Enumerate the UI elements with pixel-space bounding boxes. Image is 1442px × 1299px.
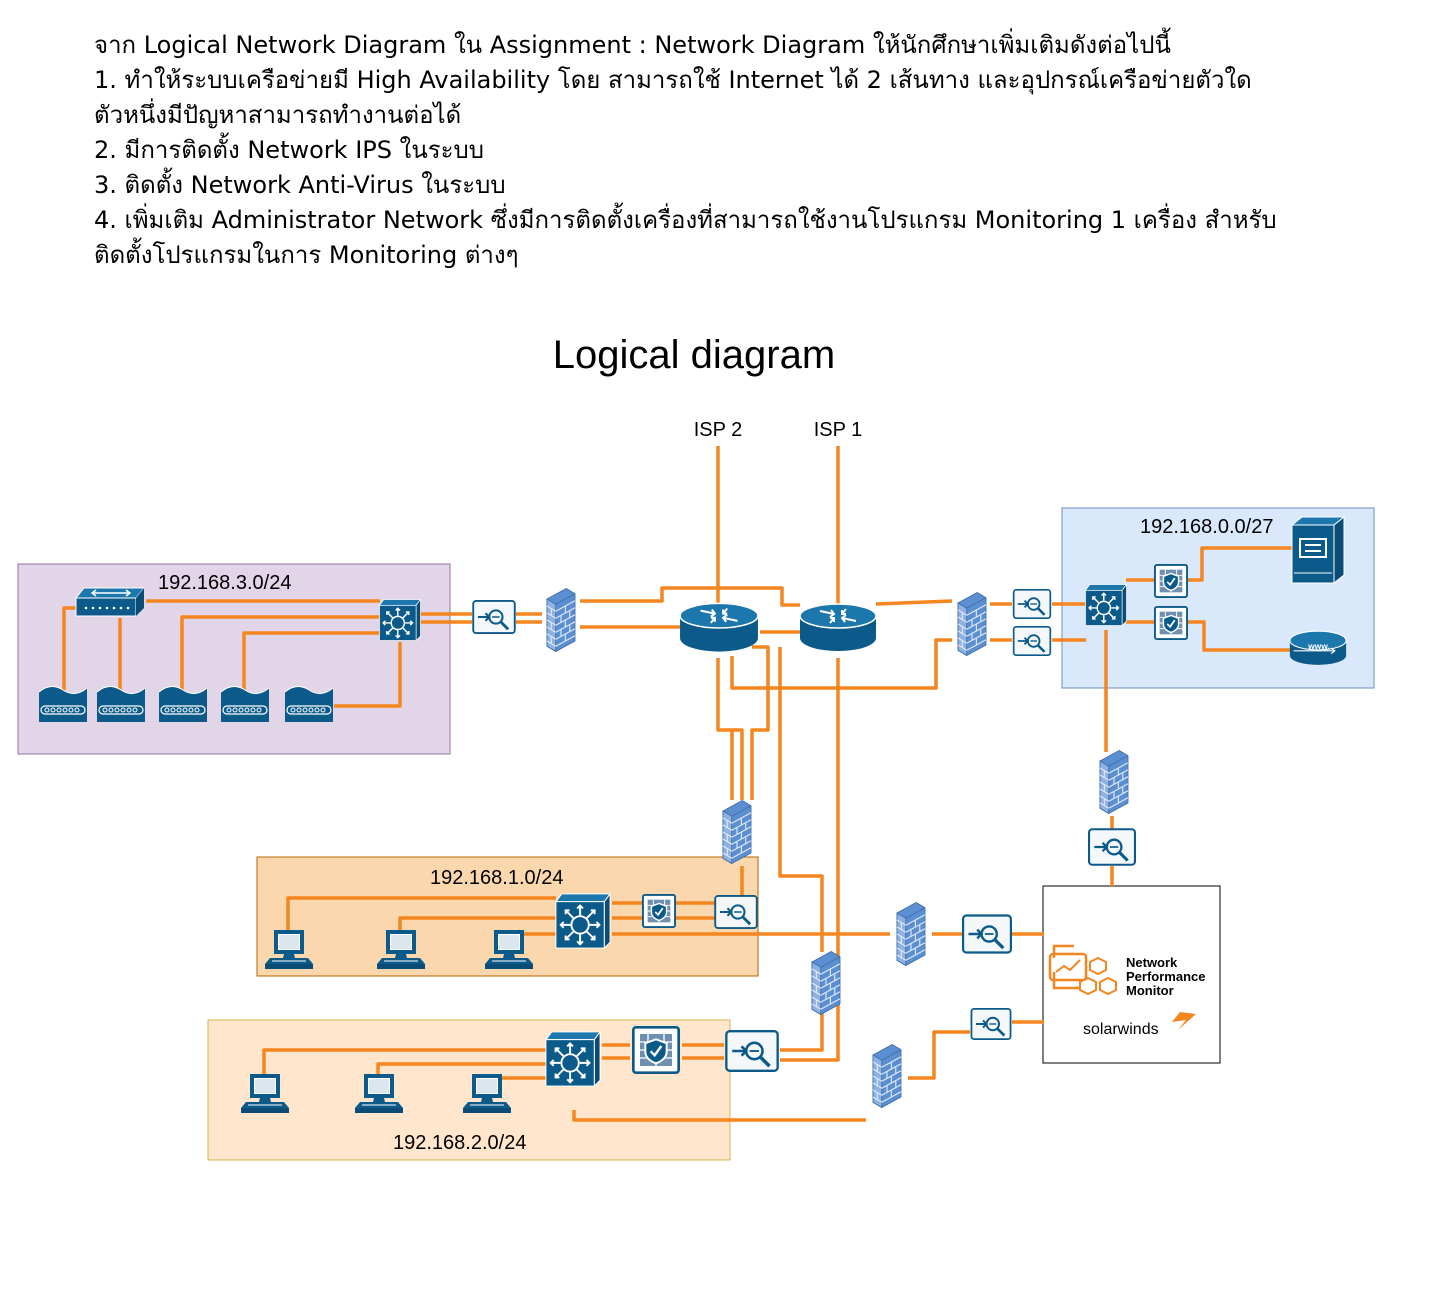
antivirus-icon[interactable] [1154,606,1188,640]
nms-product-name-1: Network [1126,955,1178,970]
instruction-item-1-cont: ตัวหนึ่งมีปัญหาสามารถทำงานต่อได้ [94,101,462,129]
nms-brand: solarwinds [1083,1021,1159,1038]
instruction-item-1: 1. ทำให้ระบบเครือข่ายมี High Availabilit… [94,66,1252,94]
ips-icon[interactable] [962,914,1012,954]
antivirus-icon[interactable] [1154,564,1188,598]
firewall-icon[interactable] [957,591,987,657]
ips-icon[interactable] [714,895,758,929]
firewall-icon[interactable] [1099,749,1129,815]
isp1-label: ISP 1 [814,419,863,441]
l3-switch-icon[interactable] [554,892,612,950]
l3-switch-icon[interactable] [544,1030,602,1088]
firewall-icon[interactable] [872,1043,902,1109]
instruction-text: จาก Logical Network Diagram ใน Assignmen… [94,28,1434,273]
ips-icon[interactable] [472,600,516,634]
ips-icon[interactable] [1012,589,1052,619]
nms-product-name-2: Performance [1126,969,1205,984]
firewall-icon[interactable] [811,950,841,1016]
instruction-intro: จาก Logical Network Diagram ใน Assignmen… [94,31,1171,59]
instruction-item-4: 4. เพิ่มเติม Administrator Network ซึ่งม… [94,206,1277,234]
l3-switch-icon[interactable] [1084,583,1128,627]
firewall-icon[interactable] [722,799,752,865]
monitoring-station-box [1042,885,1221,1064]
server-icon[interactable] [1291,516,1345,584]
l3-switch-icon[interactable] [378,598,422,642]
solarwinds-logo-icon [1172,1012,1196,1030]
instruction-item-3: 3. ติดตั้ง Network Anti-Virus ในระบบ [94,171,506,199]
ips-icon[interactable] [970,1008,1012,1040]
router-icon[interactable] [798,602,878,653]
subnet-0-label: 192.168.0.0/27 [1140,516,1273,538]
diagram-title: Logical diagram [553,333,835,377]
antivirus-icon[interactable] [642,894,676,928]
hub-icon[interactable] [75,587,145,617]
subnet-3-label: 192.168.3.0/24 [158,572,291,594]
subnet-2-label: 192.168.2.0/24 [393,1132,526,1154]
ips-icon[interactable] [724,1030,780,1072]
router-icon[interactable] [679,602,759,653]
firewall-icon[interactable] [546,587,576,653]
web-server-icon[interactable] [1289,630,1347,666]
isp2-label: ISP 2 [694,419,743,441]
ips-icon[interactable] [1012,626,1052,656]
instruction-item-2: 2. มีการติดตั้ง Network IPS ในระบบ [94,136,484,164]
ips-icon[interactable] [1088,828,1136,866]
firewall-icon[interactable] [896,901,926,967]
network-links [62,446,1292,1122]
instruction-item-4-cont: ติดตั้งโปรแกรมในการ Monitoring ต่างๆ [94,241,519,269]
subnet-1-label: 192.168.1.0/24 [430,867,563,889]
nms-icon[interactable] [1048,944,1117,996]
antivirus-icon[interactable] [631,1026,681,1074]
nms-product-name-3: Monitor [1126,983,1174,998]
